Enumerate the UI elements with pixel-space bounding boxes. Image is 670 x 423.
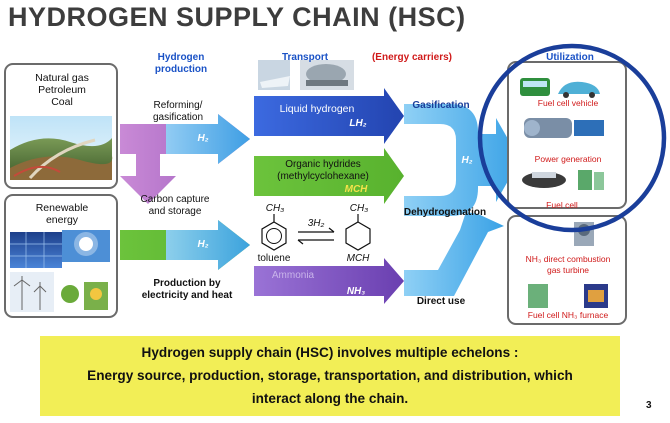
gasification-label: Gasification — [406, 100, 476, 112]
fossil-source-label: Natural gas Petroleum Coal — [6, 72, 118, 108]
equilibrium-arrows — [298, 228, 334, 244]
ammonia-label: Ammonia — [258, 270, 328, 282]
organic-hydrides-line2: (methylcyclohexane) — [262, 171, 384, 183]
mch-carrier-label: MCH — [336, 184, 376, 196]
petroleum-label: Petroleum — [6, 84, 118, 96]
h2-bottom-label: H₂ — [188, 239, 218, 251]
production-by-line2: electricity and heat — [124, 290, 250, 302]
nh3-combustion-line1: NH₃ direct combustion — [512, 254, 624, 265]
nh3-label: NH₃ — [336, 286, 376, 298]
fossil-landscape-image — [10, 116, 112, 180]
page-number: 3 — [646, 400, 652, 411]
production-by-line1: Production by — [124, 278, 250, 290]
summary-box: Hydrogen supply chain (HSC) involves mul… — [40, 336, 620, 416]
dehydrogenation-label: Dehydrogenation — [392, 207, 498, 219]
reforming-line1: Reforming/ — [136, 100, 220, 112]
organic-hydrides-line1: Organic hydrides — [262, 159, 384, 171]
fuel-cell-vehicle-label: Fuel cell vehicle — [518, 98, 618, 108]
toluene-label: toluene — [254, 253, 294, 265]
reforming-line2: gasification — [136, 112, 220, 124]
fuel-cell-nh3-furnace-label: Fuel cell NH₃ furnace — [512, 310, 624, 320]
ch3-left-label: CH₃ — [262, 203, 288, 215]
mch-structure — [346, 214, 370, 250]
transport-images — [258, 60, 354, 90]
hydrogen-production-header: Hydrogen production — [136, 52, 226, 76]
nh3-combustion-label: NH₃ direct combustion gas turbine — [512, 254, 624, 276]
energy-carriers-header: (Energy carriers) — [352, 52, 472, 64]
header-line2: production — [136, 64, 226, 76]
h2-merge-label: H₂ — [452, 155, 482, 167]
h2-top-label: H₂ — [188, 133, 218, 145]
organic-hydrides-label: Organic hydrides (methylcyclohexane) — [262, 159, 384, 183]
direct-use-arrow — [404, 212, 504, 296]
summary-line2: Energy source, production, storage, tran… — [40, 368, 620, 383]
renewable-source-label: Renewable energy — [6, 202, 118, 226]
toluene-structure — [262, 214, 286, 250]
summary-line1: Hydrogen supply chain (HSC) involves mul… — [40, 345, 620, 360]
lh2-label: LH₂ — [338, 118, 378, 130]
production-by-label: Production by electricity and heat — [124, 278, 250, 302]
reforming-label: Reforming/ gasification — [136, 100, 220, 124]
liquid-hydrogen-label: Liquid hydrogen — [262, 103, 372, 115]
nh3-combustion-line2: gas turbine — [512, 265, 624, 276]
transport-header: Transport — [270, 52, 340, 64]
ch3-right-label: CH₃ — [346, 203, 372, 215]
natural-gas-label: Natural gas — [6, 72, 118, 84]
renewable-label-line1: Renewable — [6, 202, 118, 214]
power-generation-label: Power generation — [518, 154, 618, 164]
utilization-header: Utilization — [530, 52, 610, 64]
ccs-line1: Carbon capture — [130, 194, 220, 206]
three-h2-label: 3H₂ — [300, 218, 332, 230]
summary-line3: interact along the chain. — [40, 391, 620, 406]
coal-label: Coal — [6, 96, 118, 108]
fuel-cell-label: Fuel cell — [532, 200, 592, 210]
mch-formula-label: MCH — [340, 253, 376, 265]
direct-use-label: Direct use — [406, 296, 476, 308]
renewable-label-line2: energy — [6, 214, 118, 226]
liquid-hydrogen-arrow — [254, 88, 404, 144]
header-line1: Hydrogen — [136, 52, 226, 64]
ccs-label: Carbon capture and storage — [130, 194, 220, 218]
ccs-line2: and storage — [130, 206, 220, 218]
